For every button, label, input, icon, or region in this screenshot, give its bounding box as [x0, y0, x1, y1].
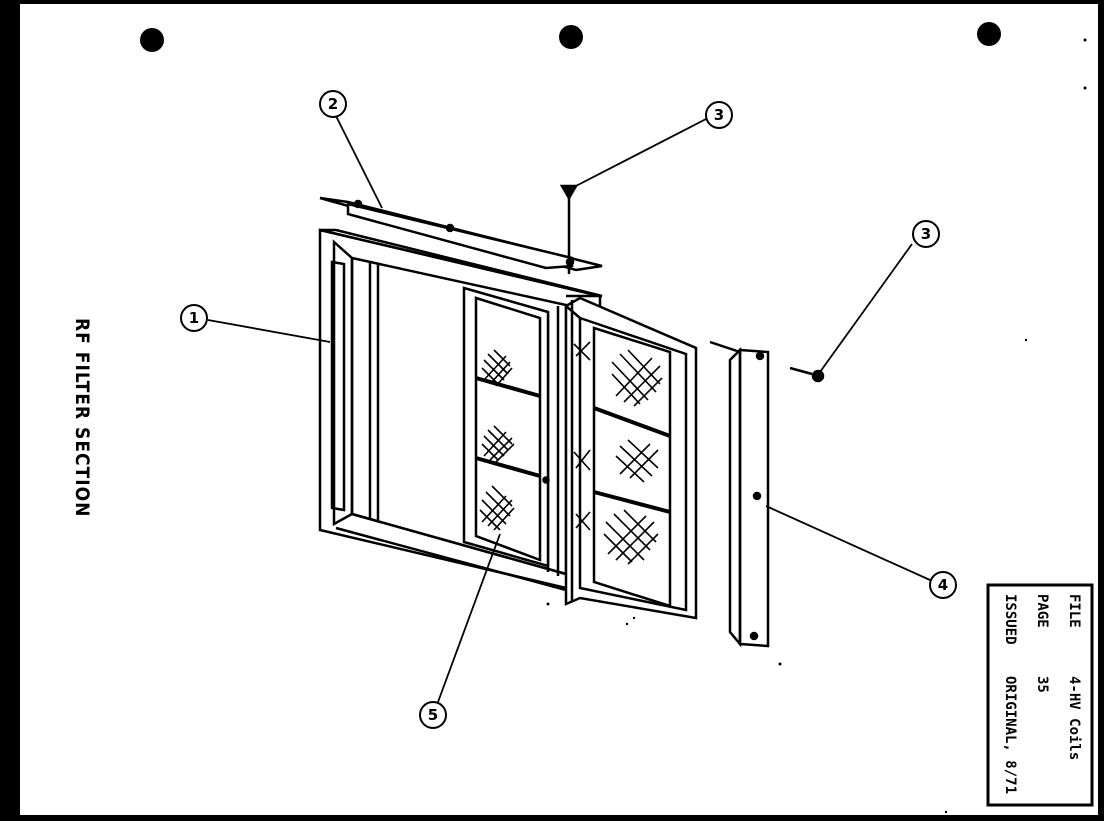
punch-hole-left: [140, 28, 164, 52]
bottom-border: [0, 815, 1104, 821]
svg-text:3: 3: [714, 106, 724, 124]
punch-hole-center: [559, 25, 583, 49]
callout-1: 1: [180, 304, 208, 332]
part-1-frame: [318, 228, 603, 598]
part-5-filter-panel: [462, 286, 550, 568]
callout-5: 5: [419, 701, 447, 729]
part-4-side-rail: [709, 340, 770, 648]
left-binding-strip: [0, 0, 20, 821]
callout-4: 4: [929, 571, 957, 599]
title-block: FILE 4-HV Coils PAGE 35 ISSUED ORIGINAL,…: [986, 583, 1094, 807]
issued-label: ISSUED: [1002, 594, 1018, 645]
top-border: [0, 0, 1104, 4]
part-3-screw-top: [559, 184, 579, 274]
svg-text:2: 2: [328, 95, 338, 113]
file-label: FILE: [1066, 594, 1082, 628]
diagram-title: RF FILTER SECTION: [71, 318, 93, 517]
leader-lines: [207, 115, 931, 703]
svg-text:3: 3: [921, 225, 931, 243]
callout-3a: 3: [705, 101, 733, 129]
part-3-screw-side: [789, 366, 825, 383]
file-value: 4-HV Coils: [1066, 676, 1082, 760]
svg-text:4: 4: [938, 576, 948, 594]
callout-3b: 3: [912, 220, 940, 248]
page-value: 35: [1034, 676, 1050, 693]
page-label: PAGE: [1034, 594, 1050, 628]
scan-specks: [546, 38, 1087, 814]
issued-value: ORIGINAL, 8/71: [1002, 676, 1018, 794]
svg-text:5: 5: [428, 706, 438, 724]
right-border: [1098, 0, 1104, 821]
punch-hole-right: [977, 22, 1001, 46]
svg-text:1: 1: [189, 309, 199, 327]
callout-2: 2: [319, 90, 347, 118]
filter-door: [564, 296, 698, 620]
